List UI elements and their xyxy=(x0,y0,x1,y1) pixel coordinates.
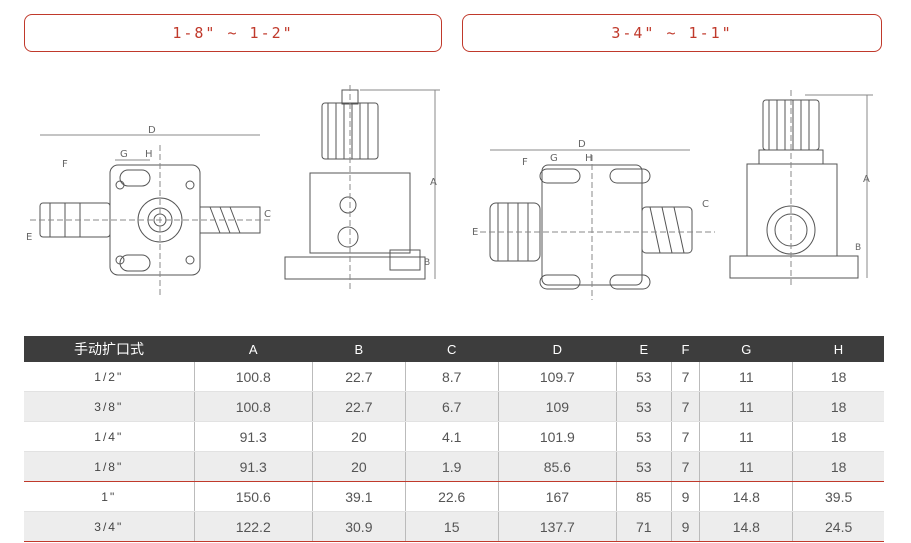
dim-label-f: F xyxy=(522,157,528,168)
valve-top-view-small: D G H F E C xyxy=(26,125,271,295)
table-cell: 137.7 xyxy=(498,511,618,542)
col-header: E xyxy=(639,341,649,357)
col-header: H xyxy=(833,341,844,357)
table-row: 3/4" 122.2 30.9 15 137.7 71 9 14.8 24.5 xyxy=(24,511,884,542)
table-row: 1/4" 91.3 20 4.1 101.9 53 7 11 18 xyxy=(24,421,884,452)
table-cell: 122.2 xyxy=(194,511,313,542)
table-cell: 53 xyxy=(616,451,672,482)
table-cell: 1" xyxy=(24,481,195,512)
dim-label-g: G xyxy=(550,153,558,164)
dim-label-a: A xyxy=(863,174,870,185)
table-cell: 30.9 xyxy=(312,511,406,542)
table-cell: 20 xyxy=(312,421,406,452)
table-cell: 53 xyxy=(616,362,672,392)
table-cell: 3/8" xyxy=(24,391,195,422)
dim-label-d: D xyxy=(578,139,586,150)
dimension-table: 手动扩口式 A B C D E F G H 1/2" 100.8 22.7 8.… xyxy=(24,336,884,542)
table-cell: 53 xyxy=(616,391,672,422)
table-cell: 15 xyxy=(405,511,499,542)
table-cell: 11 xyxy=(699,451,794,482)
table-cell: 53 xyxy=(616,421,672,452)
table-cell: 91.3 xyxy=(194,451,313,482)
col-header: 手动扩口式 xyxy=(74,341,144,357)
dim-label-b: B xyxy=(424,258,430,268)
table-cell: 22.7 xyxy=(312,362,406,392)
table-cell: 1/8" xyxy=(24,451,195,482)
table-cell: 39.5 xyxy=(792,481,884,512)
table-cell: 1.9 xyxy=(405,451,499,482)
table-cell: 18 xyxy=(792,391,884,422)
table-cell: 11 xyxy=(699,362,794,392)
table-cell: 4.1 xyxy=(405,421,499,452)
table-cell: 39.1 xyxy=(312,481,406,512)
table-row: 3/8" 100.8 22.7 6.7 109 53 7 11 18 xyxy=(24,391,884,422)
table-cell: 85.6 xyxy=(498,451,618,482)
table-cell: 14.8 xyxy=(699,511,794,542)
dim-label-d: D xyxy=(148,125,156,136)
table-cell: 6.7 xyxy=(405,391,499,422)
table-cell: 22.6 xyxy=(405,481,499,512)
table-cell: 71 xyxy=(616,511,672,542)
col-header: F xyxy=(681,341,690,357)
table-cell: 9 xyxy=(671,511,701,542)
dim-label-e: E xyxy=(26,232,32,243)
table-cell: 11 xyxy=(699,421,794,452)
valve-top-view-large: D G H F E C xyxy=(472,139,715,300)
table-cell: 24.5 xyxy=(792,511,884,542)
dim-label-h: H xyxy=(145,149,153,160)
table-cell: 1/4" xyxy=(24,421,195,452)
table-cell: 18 xyxy=(792,362,884,392)
dim-label-e: E xyxy=(472,227,478,238)
table-cell: 109 xyxy=(498,391,618,422)
table-row: 1/8" 91.3 20 1.9 85.6 53 7 11 18 xyxy=(24,451,884,482)
table-cell: 9 xyxy=(671,481,701,512)
size-range-label: 3-4" ~ 1-1" xyxy=(611,24,733,42)
table-cell: 18 xyxy=(792,421,884,452)
dim-label-c: C xyxy=(702,199,709,210)
table-row: 1" 150.6 39.1 22.6 167 85 9 14.8 39.5 xyxy=(24,481,884,512)
table-header-row: 手动扩口式 A B C D E F G H xyxy=(24,336,884,362)
valve-side-view-large: A B xyxy=(729,90,873,286)
dim-label-b: B xyxy=(855,243,861,253)
table-cell: 20 xyxy=(312,451,406,482)
size-range-header-right: 3-4" ~ 1-1" xyxy=(462,14,882,52)
table-cell: 100.8 xyxy=(194,362,313,392)
col-header: G xyxy=(741,341,752,357)
table-cell: 22.7 xyxy=(312,391,406,422)
table-cell: 7 xyxy=(671,421,701,452)
dim-label-h: H xyxy=(585,153,593,164)
valve-side-view-small: A B xyxy=(284,85,440,290)
table-cell: 101.9 xyxy=(498,421,618,452)
table-cell: 18 xyxy=(792,451,884,482)
table-cell: 8.7 xyxy=(405,362,499,392)
col-header: C xyxy=(447,341,457,357)
table-cell: 7 xyxy=(671,391,701,422)
table-cell: 91.3 xyxy=(194,421,313,452)
table-cell: 85 xyxy=(616,481,672,512)
dim-label-c: C xyxy=(264,209,271,220)
table-cell: 109.7 xyxy=(498,362,618,392)
table-cell: 7 xyxy=(671,451,701,482)
dim-label-a: A xyxy=(430,177,437,188)
table-row: 1/2" 100.8 22.7 8.7 109.7 53 7 11 18 xyxy=(24,362,884,392)
size-range-label: 1-8" ~ 1-2" xyxy=(172,24,294,42)
col-header: D xyxy=(552,341,563,357)
size-range-header-left: 1-8" ~ 1-2" xyxy=(24,14,442,52)
table-cell: 167 xyxy=(498,481,618,512)
dim-label-g: G xyxy=(120,149,128,160)
col-header: A xyxy=(248,341,258,357)
table-cell: 1/2" xyxy=(24,362,195,392)
table-cell: 150.6 xyxy=(194,481,313,512)
table-cell: 7 xyxy=(671,362,701,392)
table-cell: 14.8 xyxy=(699,481,794,512)
table-cell: 11 xyxy=(699,391,794,422)
col-header: B xyxy=(354,341,364,357)
dim-label-f: F xyxy=(62,159,68,170)
table-cell: 3/4" xyxy=(24,511,195,542)
table-cell: 100.8 xyxy=(194,391,313,422)
